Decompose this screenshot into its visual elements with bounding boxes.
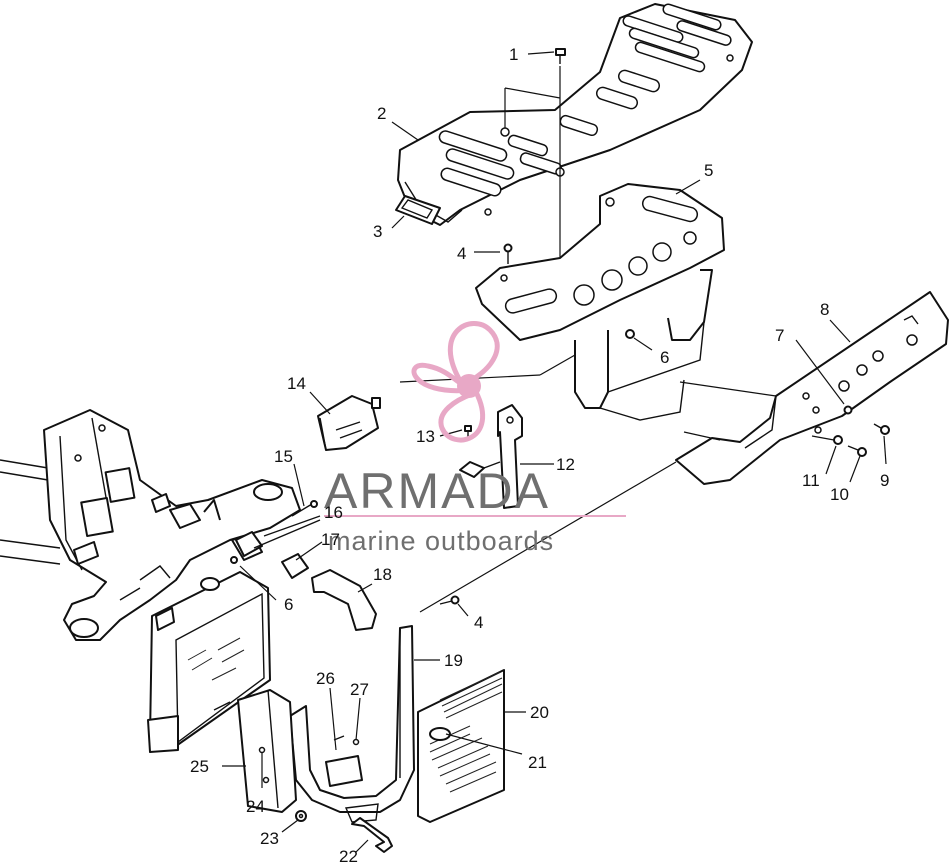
bumper-hoop-part-19 (289, 625, 415, 823)
callout-10: 10 (830, 485, 849, 504)
callout-23: 23 (260, 829, 279, 848)
callout-19: 19 (444, 651, 463, 670)
callout-4: 4 (457, 244, 466, 263)
callout-7: 7 (775, 326, 784, 345)
callout-5: 5 (704, 161, 713, 180)
callout-24: 24 (246, 797, 265, 816)
callout-17: 17 (321, 530, 340, 549)
leader-lines (222, 51, 887, 853)
watermark-tagline: marine outboards (328, 526, 554, 556)
nut-part-6-top (625, 329, 653, 351)
callouts: 1 2 3 4 5 6 7 8 9 10 11 12 13 14 15 16 1… (190, 45, 889, 866)
hook-part-22 (351, 817, 393, 853)
callout-20: 20 (530, 703, 549, 722)
watermark: ARMADA marine outboards (324, 321, 626, 556)
upper-rack (397, 3, 753, 226)
callout-6: 6 (660, 348, 669, 367)
callout-6-lower: 6 (284, 595, 293, 614)
callout-12: 12 (556, 455, 575, 474)
callout-1: 1 (509, 45, 518, 64)
bolt-part-4-lower (439, 595, 460, 605)
callout-4-lower: 4 (474, 613, 483, 632)
hardware-9-10-11 (811, 405, 890, 457)
callout-18: 18 (373, 565, 392, 584)
callout-26: 26 (316, 669, 335, 688)
callout-8: 8 (820, 300, 829, 319)
callout-2: 2 (377, 104, 386, 123)
bracket-part-12 (459, 404, 523, 509)
rack-support-part-5 (475, 183, 725, 421)
callout-3: 3 (373, 222, 382, 241)
headlight-part-14 (317, 395, 381, 451)
washer-part-23 (295, 810, 307, 822)
vehicle-frame (0, 409, 301, 641)
callout-11: 11 (802, 471, 820, 490)
callout-13: 13 (416, 427, 435, 446)
callout-14: 14 (287, 374, 306, 393)
callout-9: 9 (880, 471, 889, 490)
guard-panel-part-20 (417, 669, 505, 823)
front-bumper-part-8 (675, 291, 949, 485)
callout-15: 15 (274, 447, 293, 466)
callout-21: 21 (528, 753, 547, 772)
callout-27: 27 (350, 680, 369, 699)
bracket-part-18 (311, 569, 377, 631)
reflector-part-3 (395, 195, 441, 225)
callout-25: 25 (190, 757, 209, 776)
radiator-body (147, 571, 271, 753)
bolt-part-4-top (474, 243, 513, 264)
callout-22: 22 (339, 847, 358, 866)
hardware-15-16-17 (230, 500, 321, 579)
panel-part-24-25 (237, 689, 297, 813)
callout-16: 16 (324, 503, 343, 522)
propeller-logo (411, 321, 500, 443)
watermark-brand: ARMADA (324, 463, 550, 519)
